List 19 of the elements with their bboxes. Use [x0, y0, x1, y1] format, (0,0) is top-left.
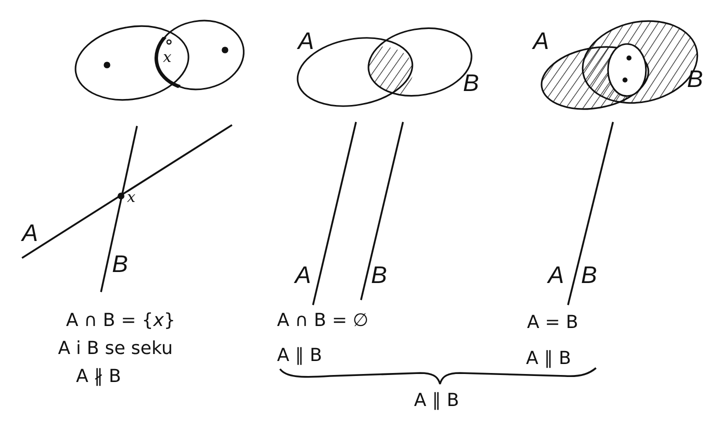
point-label: x [163, 50, 172, 65]
set-label: A [22, 222, 38, 246]
formula: A ∩ B = {x} [66, 312, 176, 330]
formula: A ∥ B [277, 347, 322, 365]
set-label: B [463, 72, 480, 96]
formula: A ∥ B [526, 350, 572, 368]
set-label: A [295, 264, 312, 288]
formula: A ∩ B = ∅ [277, 312, 368, 330]
set-label: B [581, 264, 598, 288]
set-label: A [548, 264, 564, 288]
set-label: B [371, 264, 388, 288]
set-label: B [112, 253, 128, 277]
formula: A ∥ B [414, 392, 460, 410]
point-label: x [127, 190, 136, 205]
formula: A ∦ B [76, 368, 122, 386]
formula: A = B [527, 314, 578, 332]
caption-text: A i B se seku [58, 340, 173, 358]
set-label: A [533, 30, 550, 54]
set-label: A [298, 30, 314, 54]
